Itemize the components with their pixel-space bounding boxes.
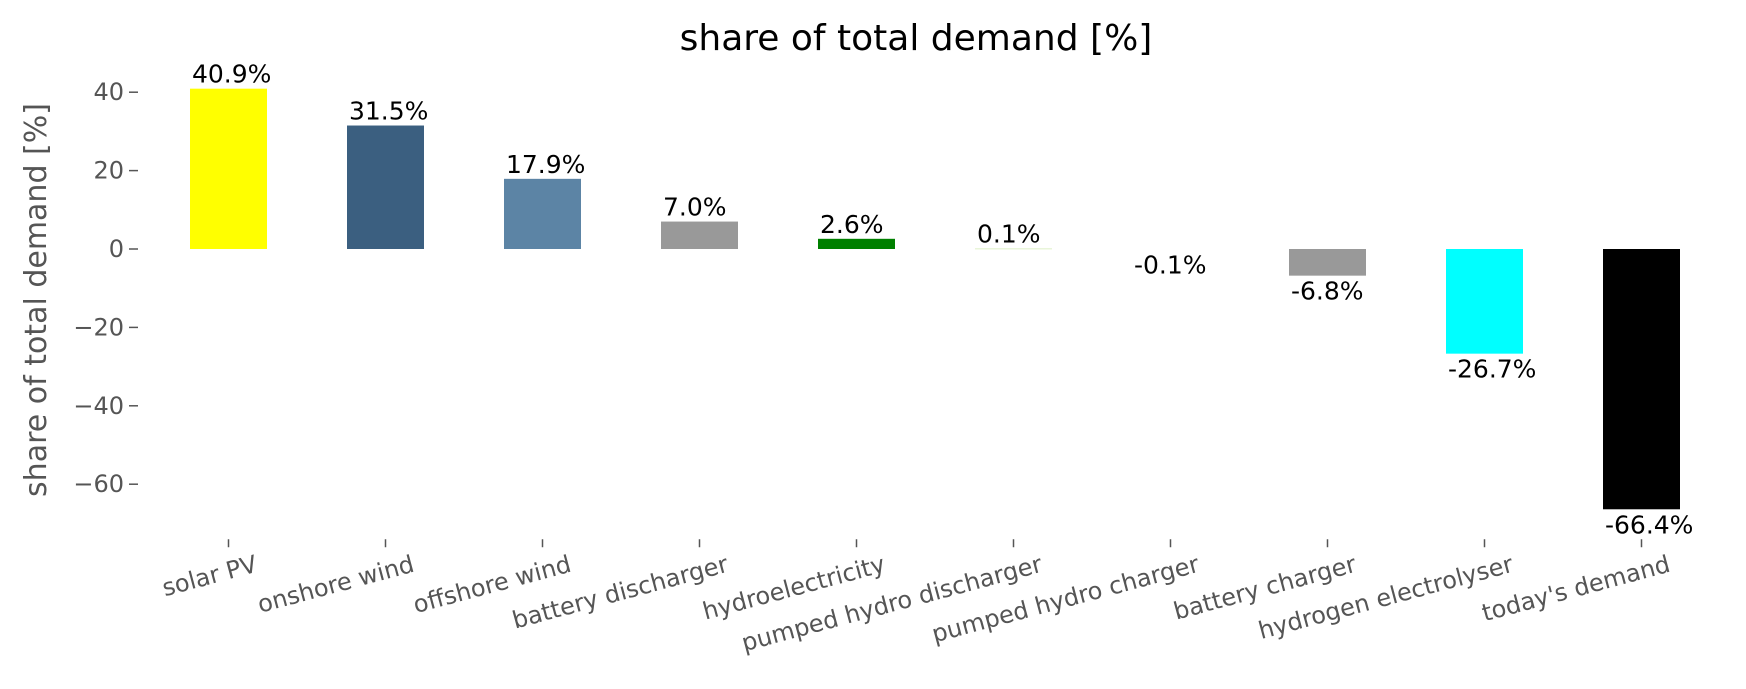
x-tick-label: pumped hydro charger — [929, 550, 1202, 648]
data-label: 2.6% — [820, 210, 884, 239]
y-tick-label: 20 — [93, 157, 124, 185]
data-label: 40.9% — [192, 60, 271, 89]
bar — [1132, 249, 1209, 250]
data-label: 31.5% — [349, 97, 428, 126]
y-tick-label: −60 — [73, 470, 124, 498]
y-tick-label: 40 — [93, 78, 124, 106]
bar — [1446, 249, 1523, 354]
bar — [818, 238, 895, 249]
x-tick-label: onshore wind — [255, 550, 418, 619]
x-tick-label: hydrogen electrolyser — [1255, 550, 1516, 645]
y-tick-label: −40 — [73, 392, 124, 420]
data-label: -26.7% — [1448, 355, 1536, 384]
data-label: -66.4% — [1605, 510, 1693, 539]
bars — [190, 88, 1680, 510]
data-label: 17.9% — [506, 150, 585, 179]
bar — [1603, 249, 1680, 510]
y-axis-label: share of total demand [%] — [19, 103, 54, 497]
bar — [975, 248, 1052, 250]
y-tick-label: 0 — [109, 235, 124, 263]
bar — [504, 178, 581, 249]
data-label: 0.1% — [977, 220, 1041, 249]
bar — [1289, 249, 1366, 276]
data-label: -0.1% — [1134, 250, 1207, 279]
y-axis: 40 20 0 −20 −40 −60 — [73, 78, 138, 498]
x-tick-label: solar PV — [159, 550, 260, 602]
data-labels: 40.9% 31.5% 17.9% 7.0% 2.6% 0.1% -0.1% -6.8% -26… — [192, 60, 1693, 540]
y-tick-label: −20 — [73, 313, 124, 341]
chart-title: share of total demand [%] — [680, 18, 1153, 59]
bar — [661, 221, 738, 249]
bar — [347, 125, 424, 249]
bar — [190, 88, 267, 249]
data-label: 7.0% — [663, 193, 727, 222]
data-label: -6.8% — [1291, 277, 1364, 306]
